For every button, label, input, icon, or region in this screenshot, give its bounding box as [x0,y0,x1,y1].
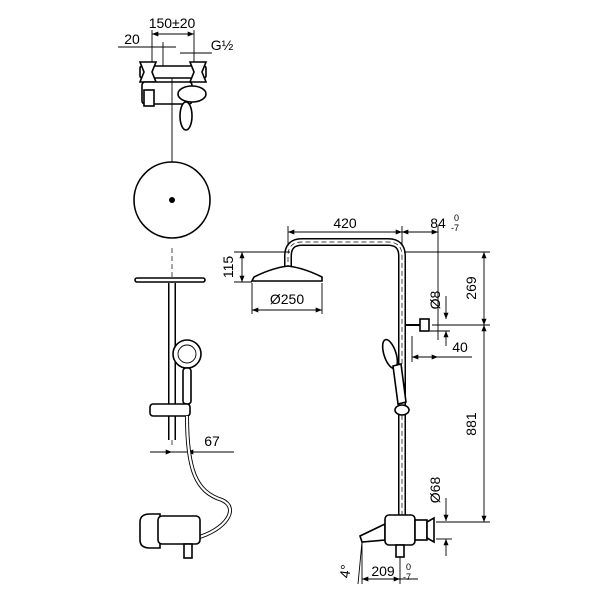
dim-label-269: 269 [463,276,479,300]
mixer-body-front [157,515,201,545]
front-view: 67 [134,248,234,559]
dim-label-40: 40 [452,339,468,355]
mixer-outlet-side [395,544,405,558]
top-view: 150±20 20 G½ [118,15,234,239]
dim-label-thread: G½ [211,37,234,53]
shower-arm [284,238,406,515]
handshower-top [179,101,193,131]
mixer-bar-top [139,65,207,79]
handshower-head-front [172,339,202,369]
slide-holder-front [149,403,191,417]
dim-label-angle: 4° [336,564,354,579]
side-view: 420 84 0 -7 115 Ø250 269 881 Ø8 40 [220,213,490,585]
mixer-eccentric-side [426,516,435,544]
diverter-knob-top [177,85,207,103]
mixer-outlet-front [183,543,193,559]
dim-tol-209-upper: 0 [406,562,411,572]
dim-label-250: Ø250 [270,291,304,307]
dim-tol-84-upper: 0 [454,213,459,223]
dim-label-420: 420 [333,215,357,231]
dim-label-20: 20 [124,31,140,47]
rain-head-front [134,277,206,283]
handshower-face-front [177,344,197,364]
dim-label-8: Ø8 [427,290,443,309]
mixer-lever-side [359,522,386,543]
wall-bracket [419,318,430,332]
shower-arm-inner [285,239,405,515]
dim-label-84: 84 [430,215,446,231]
handshower-handle-front [182,367,192,405]
dim-tol-209-lower: -7 [403,572,411,582]
dim-tol-84-lower: -7 [451,223,459,233]
handle-cross-right [188,61,208,83]
mixer-inlet-side [414,519,428,541]
dim-label-881: 881 [463,412,479,436]
rain-head-side [250,265,323,282]
dim-label-115: 115 [220,256,236,279]
dim-label-67: 67 [204,433,220,449]
mixer-lever-front [139,513,161,549]
mixer-inlet-top [143,89,155,107]
shower-arm-axis [287,241,403,515]
dim-label-68: Ø68 [427,477,443,504]
dim-label-209: 209 [371,563,395,579]
dim-label-150: 150±20 [149,15,196,31]
hose-front-inner [185,415,232,540]
slide-holder-side [394,404,410,416]
angle-line-b [357,541,363,585]
rain-head-center [169,197,175,203]
mixer-body-side [384,514,416,546]
handshower-handle-side [392,363,407,405]
